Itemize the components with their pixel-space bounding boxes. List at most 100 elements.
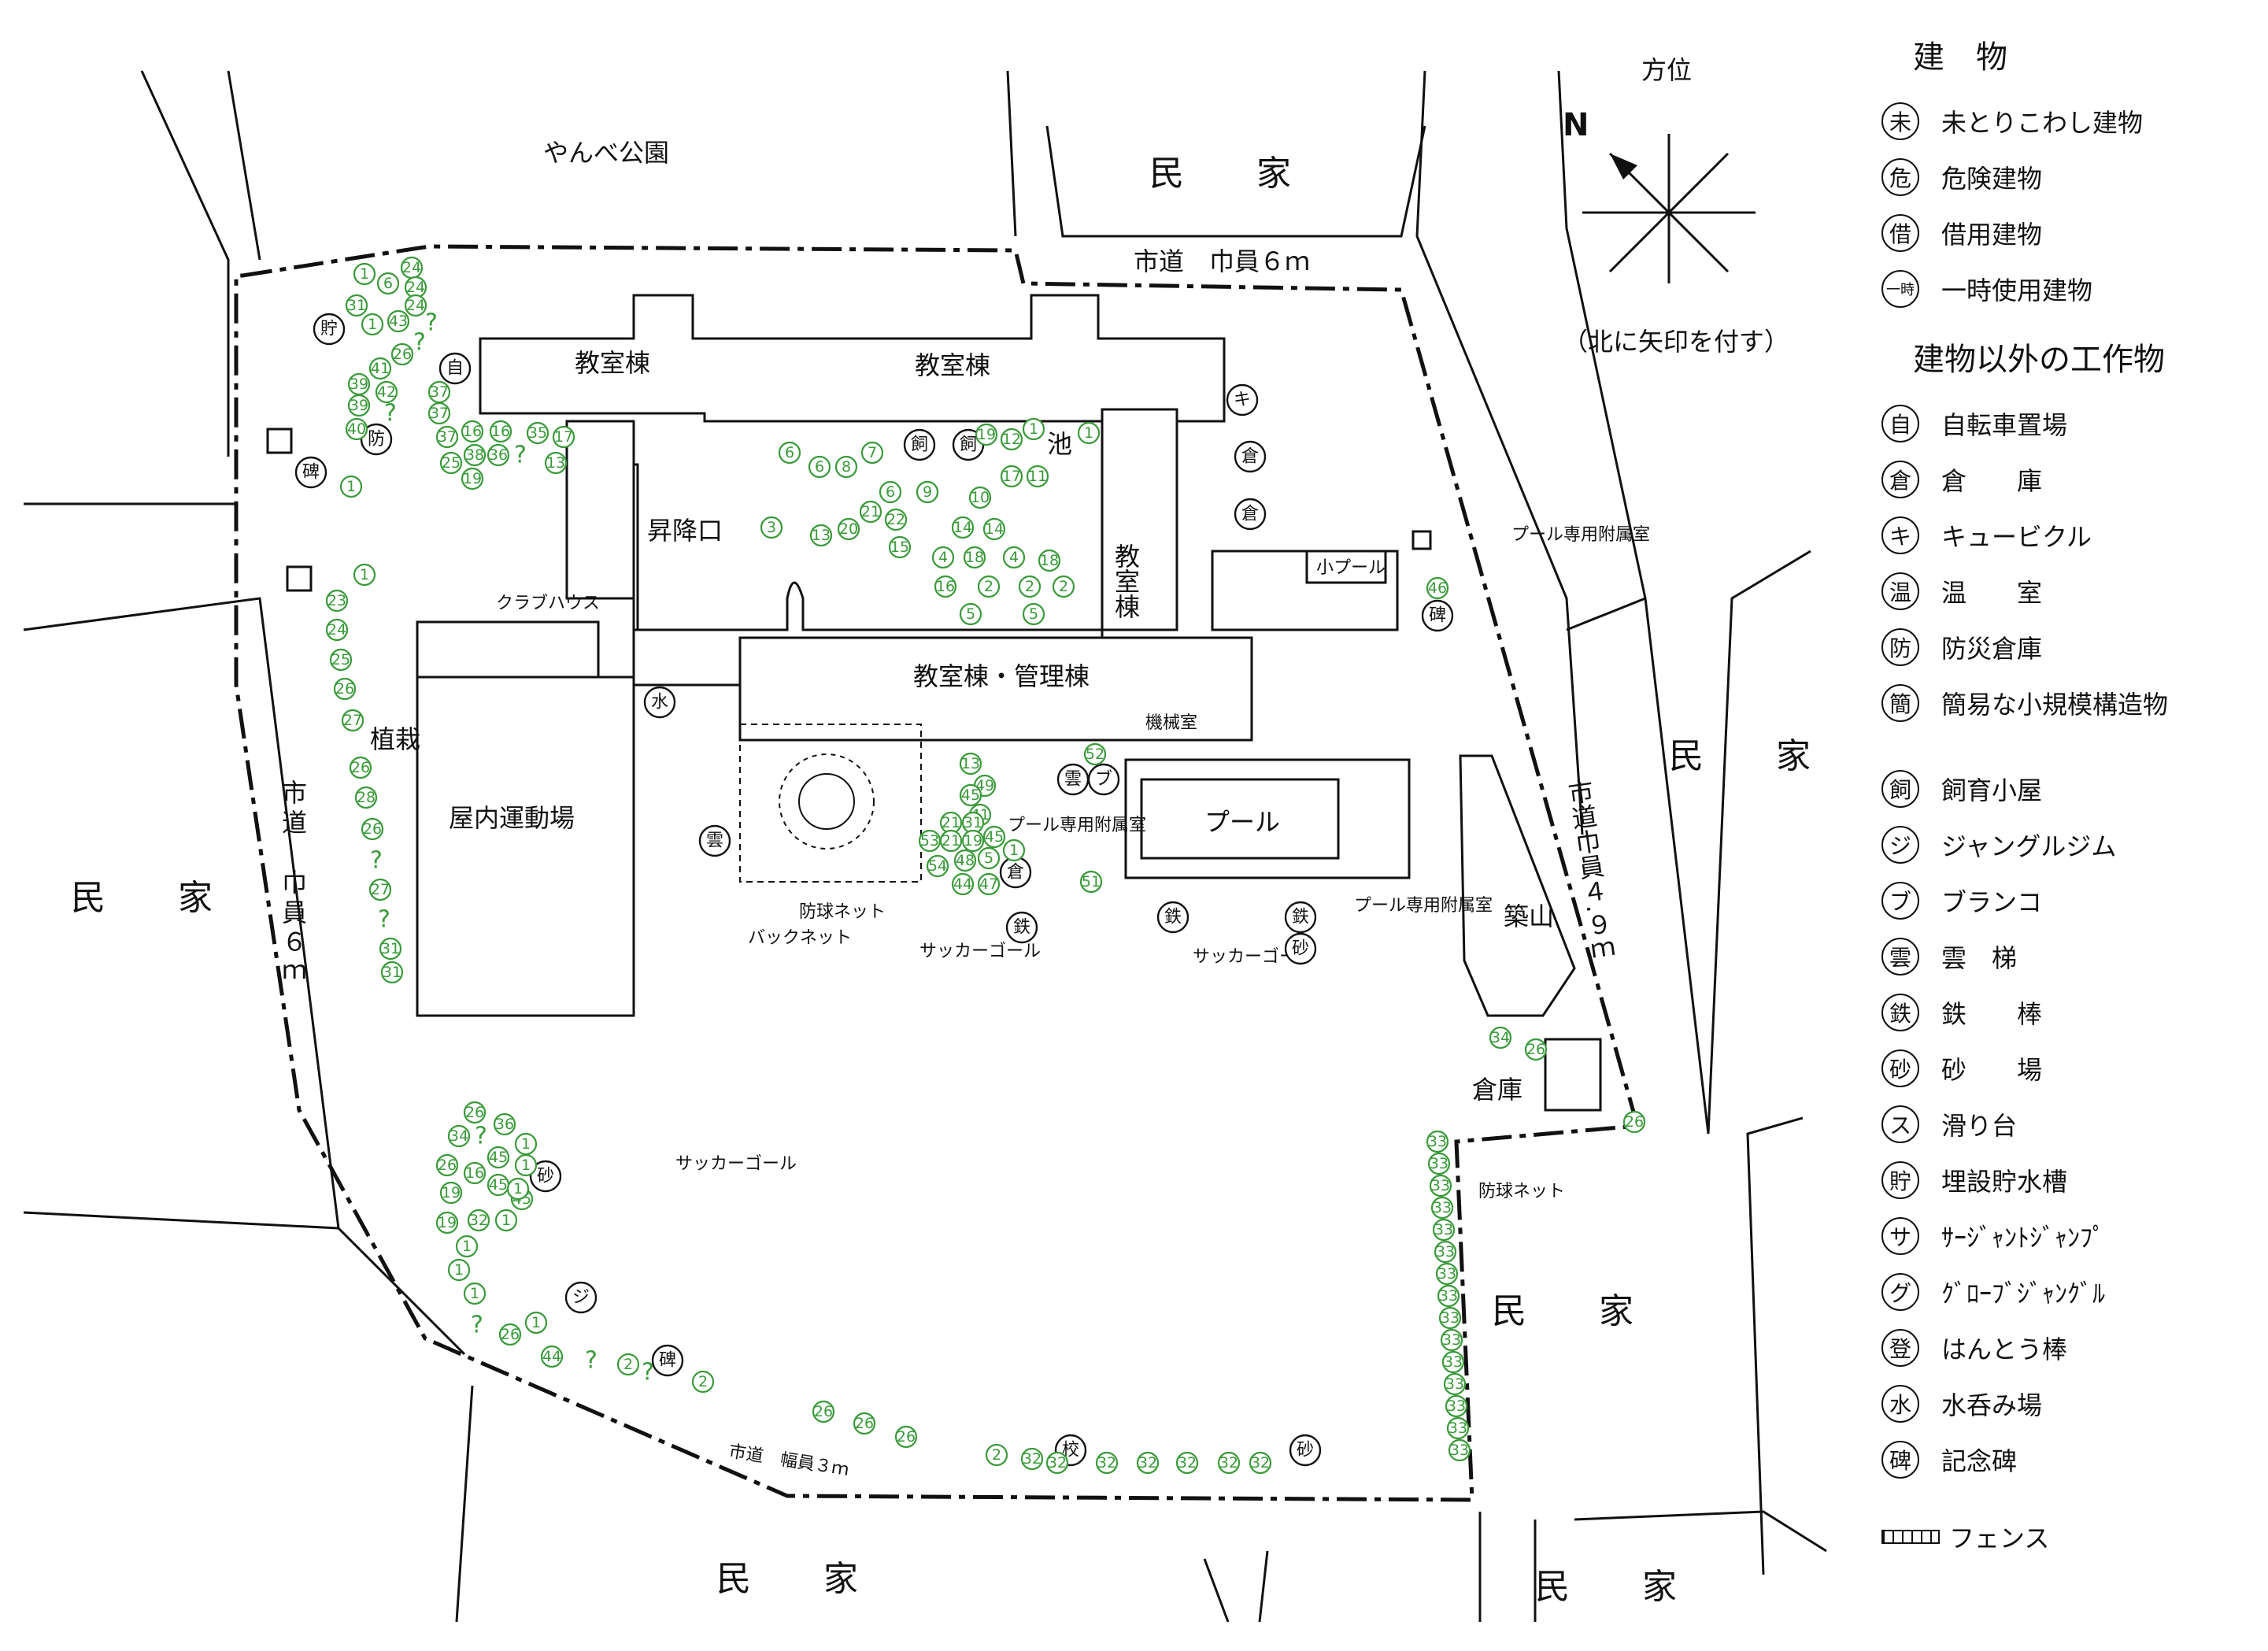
svg-text:?: ? — [384, 400, 397, 428]
minka-label-left: 民 家 — [71, 878, 231, 918]
facility-symbol-icon: 砂 — [529, 1160, 562, 1193]
classroom-admin-label: 教室棟・管理棟 — [913, 661, 1090, 691]
tree-marker: 33 — [1429, 1174, 1452, 1198]
svg-text:16: 16 — [491, 423, 510, 440]
gym-label: 屋内運動場 — [449, 803, 575, 833]
legend-item: ブブランコ — [1881, 872, 2251, 928]
svg-text:26: 26 — [438, 1157, 457, 1174]
svg-text:25: 25 — [442, 454, 461, 472]
ball-net-label-c: 防球ネット — [1478, 1182, 1565, 1201]
tree-marker: 6 — [879, 480, 902, 504]
tree-marker: 33 — [1443, 1372, 1467, 1396]
hill-label: 築山 — [1504, 901, 1554, 931]
facility-symbol-icon: 碑 — [651, 1344, 684, 1377]
svg-text:?: ? — [514, 442, 527, 469]
tree-marker: 18 — [1038, 549, 1061, 572]
tree-marker: 22 — [884, 508, 908, 531]
svg-text:1: 1 — [346, 478, 356, 495]
tree-marker: 33 — [1432, 1218, 1456, 1242]
tree-marker: 37 — [427, 402, 451, 425]
legend-symbol-icon: 飼 — [1881, 769, 1919, 808]
svg-text:26: 26 — [335, 680, 354, 698]
svg-text:32: 32 — [1178, 1454, 1197, 1471]
classroom-label-3: 教室棟 — [1111, 543, 1141, 619]
svg-text:飼: 飼 — [911, 435, 928, 455]
svg-text:33: 33 — [1441, 1309, 1460, 1327]
svg-text:26: 26 — [855, 1415, 874, 1432]
facility-symbol-icon: ジ — [564, 1281, 598, 1314]
entrance-label: 昇降口 — [647, 516, 723, 546]
legend-symbol-icon: 簡 — [1881, 683, 1919, 722]
legend-symbol-icon: 水 — [1881, 1384, 1919, 1423]
svg-text:32: 32 — [1138, 1454, 1157, 1471]
tree-marker: 26 — [853, 1412, 876, 1435]
fence-icon — [1881, 1530, 1940, 1544]
tree-marker: 5 — [977, 846, 1001, 870]
svg-text:54: 54 — [928, 857, 947, 875]
svg-text:24: 24 — [406, 297, 425, 314]
tree-marker: 26 — [333, 677, 357, 701]
svg-text:26: 26 — [897, 1428, 916, 1446]
tree-marker: 33 — [1438, 1306, 1462, 1330]
classroom-label-1: 教室棟 — [575, 348, 650, 378]
ball-net-label-a: 防球ネット — [799, 902, 886, 922]
back-net-label: バックネット — [748, 928, 852, 948]
tree-marker: 1 — [455, 1235, 479, 1258]
tree-marker: 1 — [361, 313, 384, 336]
svg-text:砂: 砂 — [1297, 1441, 1314, 1460]
svg-text:39: 39 — [350, 376, 368, 393]
svg-text:倉: 倉 — [1007, 863, 1024, 883]
svg-text:44: 44 — [953, 875, 972, 893]
svg-text:6: 6 — [886, 483, 895, 501]
svg-text:?: ? — [642, 1359, 654, 1386]
legend-text: 水呑み場 — [1941, 1390, 2043, 1420]
tree-marker: 5 — [1022, 602, 1045, 626]
tree-marker: 17 — [552, 425, 575, 449]
tree-marker: 24 — [404, 276, 427, 299]
legend-symbol-icon: 温 — [1881, 572, 1919, 610]
buildings — [266, 294, 1602, 1112]
svg-text:45: 45 — [985, 828, 1004, 846]
svg-text:?: ? — [475, 1123, 487, 1150]
tree-marker: 37 — [427, 380, 451, 404]
legend-item: 未未とりこわし建物 — [1881, 93, 2251, 149]
svg-text:18: 18 — [1040, 552, 1059, 569]
tree-marker: 19 — [435, 1211, 459, 1235]
tree-marker: 1 — [463, 1282, 487, 1305]
legend-facilities: 飼飼育小屋ジジャングルジムブブランコ雲雲 梯鉄鉄 棒砂砂 場ス滑り台貯埋設貯水槽… — [1881, 761, 2251, 1487]
legend-text: 鉄 棒 — [1941, 998, 2043, 1029]
tree-marker: 33 — [1426, 1130, 1449, 1153]
svg-text:ブ: ブ — [1095, 770, 1112, 790]
svg-text:6: 6 — [383, 275, 393, 292]
legend-symbol-icon: キ — [1881, 516, 1919, 554]
svg-text:31: 31 — [347, 297, 366, 314]
svg-text:45: 45 — [489, 1176, 508, 1194]
legend-item: 防防災倉庫 — [1881, 619, 2251, 675]
tree-marker: 41 — [368, 357, 392, 380]
svg-text:鉄: 鉄 — [1164, 908, 1182, 927]
svg-text:17: 17 — [554, 428, 573, 446]
soccer-goal-label-3: サッカーゴール — [675, 1154, 797, 1174]
tree-marker: 21 — [939, 829, 963, 853]
svg-text:?: ? — [425, 309, 438, 337]
legend-text: 滑り台 — [1941, 1110, 2018, 1141]
tree-marker: 23 — [325, 589, 349, 613]
svg-text:14: 14 — [953, 519, 972, 536]
svg-text:雲: 雲 — [706, 831, 723, 851]
svg-text:45: 45 — [489, 1149, 508, 1166]
legend-title-buildings: 建 物 — [1913, 39, 2007, 76]
legend-text: 温 室 — [1941, 577, 2043, 608]
warehouse-label: 倉庫 — [1472, 1075, 1522, 1105]
facility-symbol-icon: 雲 — [1056, 763, 1090, 796]
legend-symbol-icon: 砂 — [1881, 1049, 1919, 1087]
tree-marker: 44 — [540, 1345, 564, 1368]
tree-marker: 32 — [1020, 1447, 1044, 1471]
tree-marker: ? — [384, 400, 397, 428]
tree-marker: 33 — [1445, 1394, 1468, 1418]
svg-text:倉: 倉 — [1241, 447, 1259, 467]
tree-marker: 33 — [1434, 1240, 1457, 1264]
svg-text:19: 19 — [442, 1184, 461, 1201]
tree-marker: 26 — [435, 1153, 459, 1177]
svg-text:34: 34 — [1491, 1029, 1510, 1046]
